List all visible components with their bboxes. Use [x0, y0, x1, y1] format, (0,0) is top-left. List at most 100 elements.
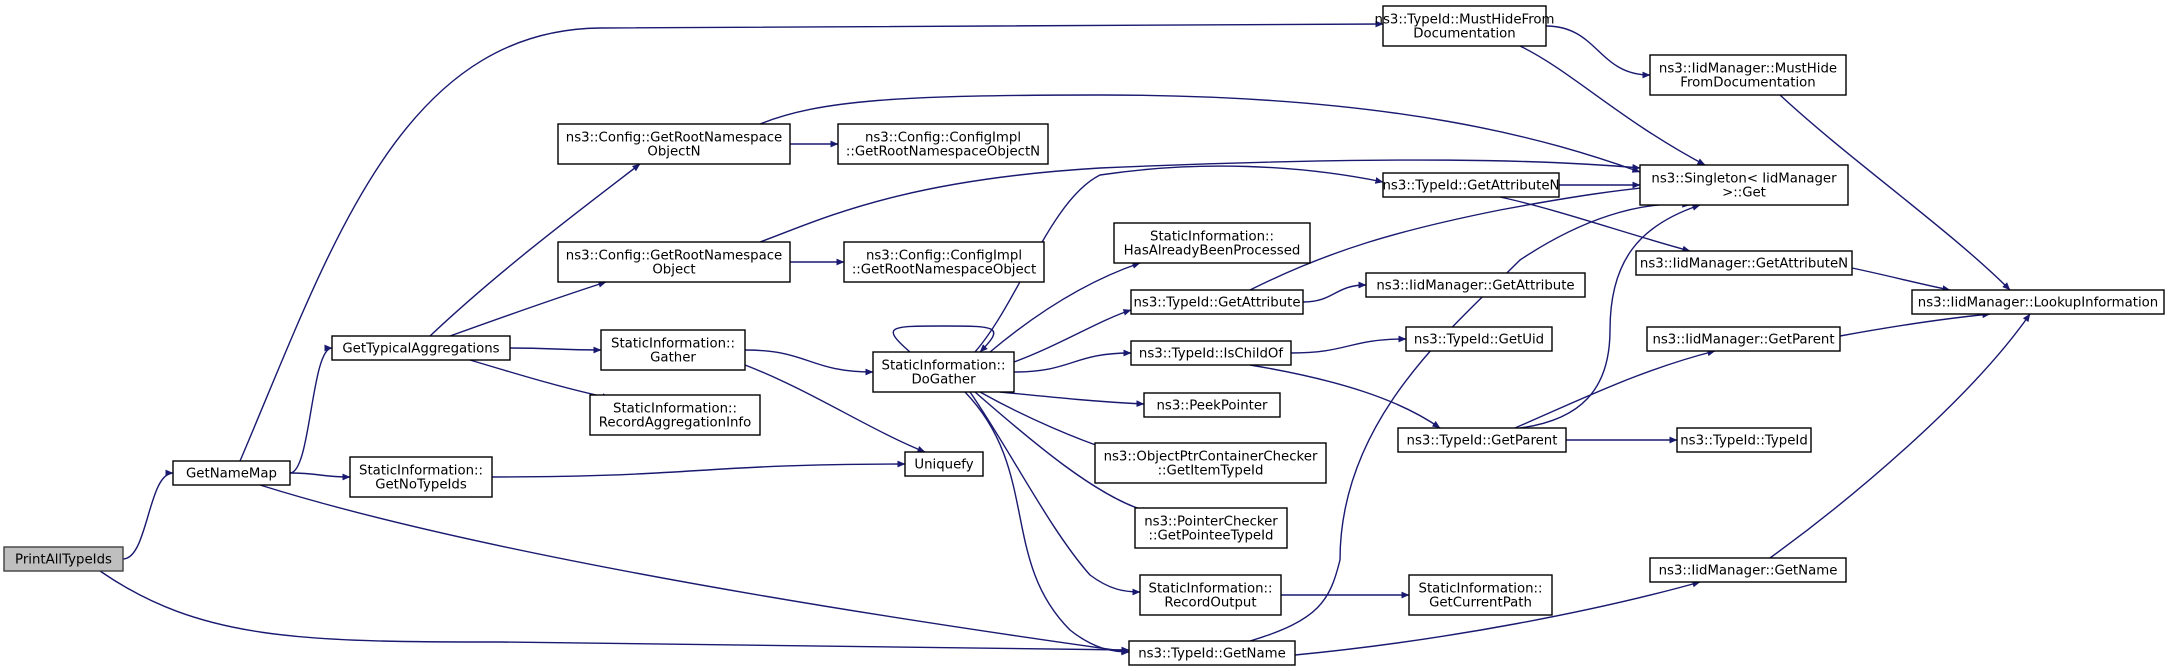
node-config-get-root-ns-object-n[interactable]: ns3::Config::GetRootNamespaceObjectN: [557, 123, 791, 165]
node-box: [1134, 507, 1288, 549]
edge-print-all-type-ids-to-get-name-map: [122, 469, 174, 560]
node-box: [1911, 289, 2165, 315]
node-iidmanager-lookup-information[interactable]: ns3::IidManager::LookupInformation: [1911, 289, 2165, 315]
edge-get-typical-aggregations-to-config-get-root-ns-object: [449, 281, 607, 337]
node-typeid-get-uid[interactable]: ns3::TypeId::GetUid: [1405, 326, 1553, 352]
edge-typeid-get-parent-to-iidmanager-get-parent: [1514, 349, 1716, 429]
node-static-record-output[interactable]: StaticInformation::RecordOutput: [1139, 574, 1282, 616]
node-typeid-get-attribute-n[interactable]: ns3::TypeId::GetAttributeN: [1382, 172, 1560, 198]
edge-typeid-is-child-of-to-typeid-get-parent: [1249, 364, 1441, 429]
node-label: ns3::TypeId::GetAttribute: [1133, 296, 1300, 311]
node-iidmanager-get-name[interactable]: ns3::IidManager::GetName: [1649, 557, 1847, 583]
node-label: GetNameMap: [186, 467, 277, 482]
node-static-has-already-been-processed[interactable]: StaticInformation::HasAlreadyBeenProcess…: [1113, 222, 1311, 264]
node-box: [1094, 442, 1327, 484]
node-label: Uniquefy: [914, 458, 973, 473]
node-box: [557, 241, 791, 283]
node-box: [1649, 557, 1847, 583]
edge-typeid-get-attribute-n-to-iidmanager-get-attribute-n: [1499, 196, 1691, 253]
node-label: PrintAllTypeIds: [15, 553, 112, 568]
node-box: [843, 241, 1045, 283]
node-label: StaticInformation::: [1419, 582, 1543, 597]
node-box: [349, 456, 493, 498]
node-box: [331, 335, 511, 361]
edge-static-do-gather-to-typeid-get-name: [964, 391, 1130, 656]
node-peek-pointer[interactable]: ns3::PeekPointer: [1143, 392, 1281, 418]
node-print-all-type-ids[interactable]: PrintAllTypeIds: [3, 546, 124, 572]
edge-typeid-get-name-to-singleton-get: [1249, 200, 1691, 642]
node-uniquefy[interactable]: Uniquefy: [904, 451, 984, 477]
node-label: ns3::PointerChecker: [1144, 515, 1278, 530]
node-get-typical-aggregations[interactable]: GetTypicalAggregations: [331, 335, 511, 361]
node-label: ns3::Config::GetRootNamespace: [566, 249, 782, 264]
node-label: >::Get: [1722, 186, 1766, 201]
node-typeid-is-child-of[interactable]: ns3::TypeId::IsChildOf: [1130, 340, 1292, 366]
node-iidmanager-get-attribute[interactable]: ns3::IidManager::GetAttribute: [1365, 272, 1586, 298]
edge-static-do-gather-to-static-has-already-been-processed: [989, 262, 1141, 353]
edge-static-do-gather-to-peek-pointer: [999, 391, 1145, 408]
node-typeid-get-attribute[interactable]: ns3::TypeId::GetAttribute: [1130, 289, 1304, 315]
node-iidmanager-must-hide[interactable]: ns3::IidManager::MustHideFromDocumentati…: [1649, 54, 1847, 96]
node-static-get-no-type-ids[interactable]: StaticInformation::GetNoTypeIds: [349, 456, 493, 498]
node-label: ::GetItemTypeId: [1158, 464, 1264, 479]
node-box: [1128, 640, 1296, 666]
edge-static-do-gather-to-static-do-gather: [892, 325, 995, 353]
edge-iidmanager-get-name-to-iidmanager-lookup-information: [1769, 313, 2031, 559]
edge-print-all-type-ids-to-typeid-get-name: [99, 570, 1130, 654]
node-label: ns3::TypeId::TypeId: [1680, 434, 1808, 449]
node-static-get-current-path[interactable]: StaticInformation::GetCurrentPath: [1408, 574, 1553, 616]
node-typeid-typeid[interactable]: ns3::TypeId::TypeId: [1676, 427, 1812, 453]
node-box: [1397, 427, 1567, 453]
node-label: ns3::TypeId::MustHideFrom: [1375, 13, 1555, 28]
node-pointer-checker[interactable]: ns3::PointerChecker::GetPointeeTypeId: [1134, 507, 1288, 549]
edge-typeid-must-hide-to-iidmanager-must-hide: [1545, 25, 1651, 79]
node-label: ns3::Config::ConfigImpl: [866, 249, 1022, 264]
edge-static-get-no-type-ids-to-uniquefy: [491, 460, 906, 478]
node-box: [904, 451, 984, 477]
node-label: StaticInformation::: [1150, 230, 1274, 245]
node-label: ns3::ObjectPtrContainerChecker: [1104, 450, 1318, 465]
node-box: [1365, 272, 1586, 298]
node-label: ns3::TypeId::IsChildOf: [1139, 347, 1283, 362]
node-box: [1382, 5, 1547, 47]
node-box: [1113, 222, 1311, 264]
node-label: StaticInformation::: [1149, 582, 1273, 597]
node-configimpl-get-root-ns-object-n[interactable]: ns3::Config::ConfigImpl::GetRootNamespac…: [837, 123, 1049, 165]
node-label: DoGather: [911, 373, 976, 388]
edge-static-do-gather-to-typeid-get-attribute: [1013, 309, 1132, 363]
node-iidmanager-get-attribute-n[interactable]: ns3::IidManager::GetAttributeN: [1635, 250, 1853, 276]
node-config-get-root-ns-object[interactable]: ns3::Config::GetRootNamespaceObject: [557, 241, 791, 283]
node-get-name-map[interactable]: GetNameMap: [172, 460, 291, 486]
node-box: [1635, 250, 1853, 276]
node-label: ns3::IidManager::GetAttribute: [1376, 279, 1574, 294]
node-label: ::GetRootNamespaceObject: [852, 263, 1036, 278]
node-label: GetNoTypeIds: [375, 478, 467, 493]
node-typeid-get-parent[interactable]: ns3::TypeId::GetParent: [1397, 427, 1567, 453]
node-label: StaticInformation::: [611, 337, 735, 352]
node-box: [1408, 574, 1553, 616]
node-label: ns3::IidManager::GetAttributeN: [1640, 257, 1848, 272]
edge-get-typical-aggregations-to-static-gather: [509, 346, 602, 354]
node-box: [1382, 172, 1560, 198]
edge-static-gather-to-static-do-gather: [744, 349, 874, 376]
node-static-record-aggregation-info[interactable]: StaticInformation::RecordAggregationInfo: [589, 394, 761, 436]
nodes-layer: PrintAllTypeIds GetNameMap GetTypicalAggre…: [3, 5, 2165, 666]
node-label: HasAlreadyBeenProcessed: [1124, 244, 1301, 259]
node-box: [837, 123, 1049, 165]
node-box: [1649, 54, 1847, 96]
node-label: Documentation: [1413, 27, 1516, 42]
node-iidmanager-get-parent[interactable]: ns3::IidManager::GetParent: [1646, 326, 1841, 352]
node-label: ns3::IidManager::LookupInformation: [1918, 296, 2158, 311]
node-label: ns3::TypeId::GetName: [1138, 647, 1286, 662]
node-objectptr-container-checker[interactable]: ns3::ObjectPtrContainerChecker::GetItemT…: [1094, 442, 1327, 484]
node-static-gather[interactable]: StaticInformation::Gather: [600, 329, 746, 371]
node-configimpl-get-root-ns-object[interactable]: ns3::Config::ConfigImpl::GetRootNamespac…: [843, 241, 1045, 283]
node-static-do-gather[interactable]: StaticInformation::DoGather: [872, 351, 1015, 393]
node-singleton-get[interactable]: ns3::Singleton< IidManager >::Get: [1639, 164, 1849, 206]
edge-iidmanager-must-hide-to-iidmanager-lookup-information: [1779, 94, 2011, 291]
node-box: [1139, 574, 1282, 616]
node-label: StaticInformation::: [882, 359, 1006, 374]
node-typeid-get-name[interactable]: ns3::TypeId::GetName: [1128, 640, 1296, 666]
node-label: ns3::PeekPointer: [1156, 399, 1268, 414]
